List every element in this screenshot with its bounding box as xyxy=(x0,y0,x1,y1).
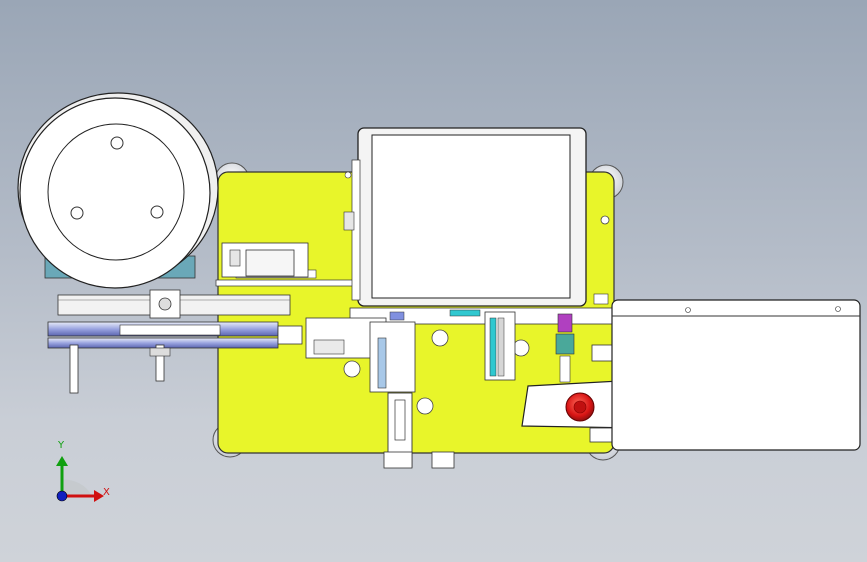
slide-cylinders[interactable] xyxy=(484,311,575,383)
feed-rail-assembly[interactable] xyxy=(47,269,317,394)
label-reel[interactable] xyxy=(17,92,219,289)
xyz-axis-triad-icon xyxy=(56,456,104,502)
product-tray[interactable] xyxy=(343,127,587,307)
axis-label-y: Y xyxy=(58,440,65,451)
outfeed-conveyor[interactable] xyxy=(593,293,861,451)
labeling-head[interactable] xyxy=(305,317,455,469)
axis-label-x: X xyxy=(103,487,110,498)
sensor-bracket[interactable] xyxy=(221,242,309,278)
